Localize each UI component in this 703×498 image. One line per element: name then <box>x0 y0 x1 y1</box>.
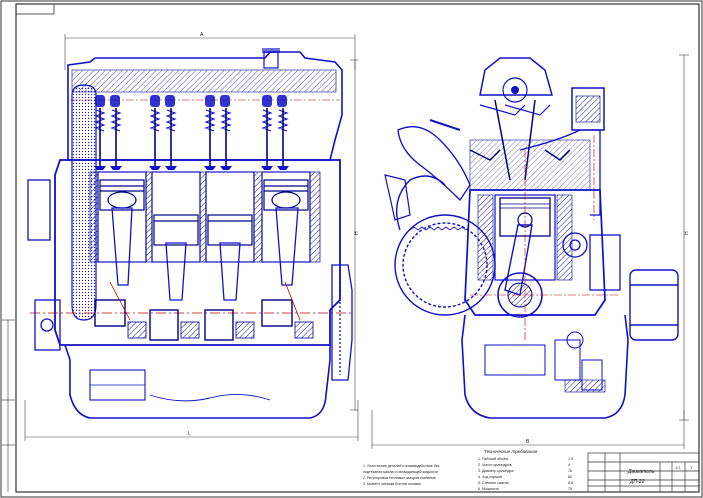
oil-filter <box>629 269 679 341</box>
oil-pan <box>64 344 331 419</box>
note-left-2: подтекания масла и охлаждающей жидкости <box>363 470 438 474</box>
oil-filler-cap <box>263 51 279 69</box>
value-1: 1,5 <box>568 457 573 461</box>
cylinder-head-outline <box>67 51 343 161</box>
note-right-5: 5. Степень сжатия <box>478 481 509 485</box>
cylinder-block-cross <box>464 189 606 316</box>
notes-title: Технические требования <box>484 449 538 454</box>
front-pulley <box>27 179 61 351</box>
dimension-lines-left <box>24 34 359 441</box>
note-right-2: 2. Число цилиндров <box>478 463 512 467</box>
value-4: 80 <box>568 475 572 479</box>
inner-frame <box>15 3 700 493</box>
spark-plug <box>429 119 461 131</box>
oil-pan-cross <box>461 314 629 419</box>
valve-heads <box>94 166 289 170</box>
title-block-sheet: 1 <box>690 465 693 470</box>
camshaft-gear <box>502 77 528 103</box>
rocker-cover <box>479 57 553 96</box>
note-right-3: 3. Диаметр цилиндра <box>478 469 514 473</box>
note-left-4: 3. Момент затяжки болтов головки <box>363 482 421 486</box>
title-block-header: Двигатель <box>627 469 655 475</box>
title-block-code: ДП-22 <box>629 479 645 485</box>
camshaft-lobes <box>95 95 287 107</box>
cylinder-head-cross <box>469 139 591 191</box>
connecting-rods <box>111 207 299 301</box>
technical-notes: Технические требования 1. Уплотнение дет… <box>363 449 573 491</box>
note-left-3: 2. Регулировка тепловых зазоров клапанов <box>363 476 436 480</box>
valve-stems <box>99 108 284 168</box>
crankshaft <box>94 281 301 341</box>
generator <box>394 175 496 316</box>
dimension-lines-right <box>371 54 689 449</box>
exhaust-manifold <box>397 126 471 202</box>
dim-label-left-height: Н <box>354 231 360 235</box>
fan-belt-teeth <box>409 226 467 231</box>
dim-label-right-height: Н <box>684 231 690 235</box>
value-5: 8,8 <box>568 481 573 485</box>
rocker-arms <box>479 104 551 116</box>
dim-label-right-width: В <box>526 439 530 445</box>
note-right-1: 1. Рабочий объём <box>478 457 508 461</box>
note-left-1: 1. Уплотнение деталей и взаимодействие б… <box>363 464 440 468</box>
flywheel <box>331 264 353 381</box>
title-block <box>587 452 700 493</box>
value-3: 76 <box>568 469 572 473</box>
note-right-6: 6. Мощность <box>478 487 499 491</box>
note-right-4: 4. Ход поршня <box>478 475 502 479</box>
dim-label-left-width: А <box>200 32 204 38</box>
water-jacket <box>89 171 321 263</box>
valve-springs <box>94 109 289 132</box>
cross-section-view: В Н <box>371 54 690 449</box>
main-bearing-caps <box>127 321 314 339</box>
head-hatching <box>71 69 337 93</box>
pistons <box>99 179 309 246</box>
title-block-scale: 1:1 <box>675 465 681 470</box>
value-2: 4 <box>568 463 570 467</box>
value-6: 75 <box>568 487 572 491</box>
dim-label-left-length: L <box>188 431 191 437</box>
oil-pump <box>562 232 621 291</box>
engine-mount <box>384 174 411 221</box>
corner-stamp <box>15 3 55 15</box>
longitudinal-section-view: А L Н <box>24 32 360 441</box>
